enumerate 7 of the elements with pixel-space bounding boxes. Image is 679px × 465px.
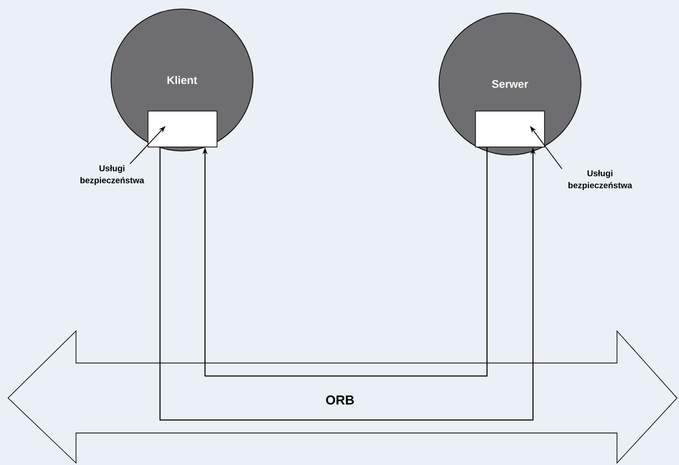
service-label: Usługi bezpieczeństwa xyxy=(568,170,632,190)
security-box xyxy=(475,110,545,148)
security-box xyxy=(148,110,218,148)
band-label: ORB xyxy=(326,395,354,405)
service-label: Usługi bezpieczeństwa xyxy=(80,165,144,185)
leader-arrow xyxy=(130,126,166,164)
arrow xyxy=(202,146,488,376)
